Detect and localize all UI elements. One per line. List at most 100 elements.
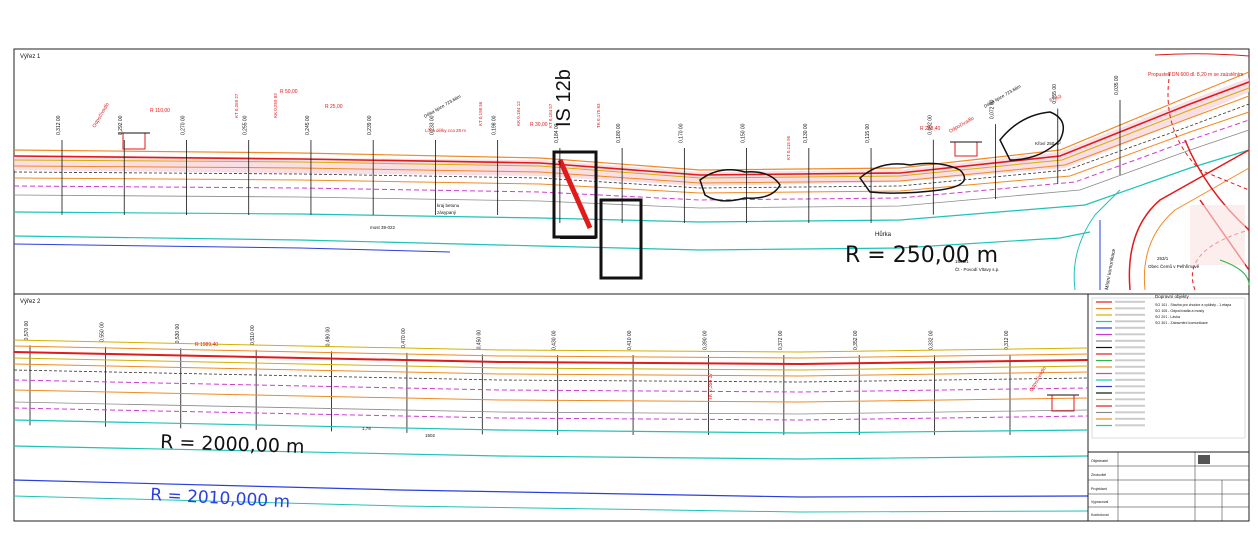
title-row-5: Kontroloval — [1091, 513, 1109, 517]
b-boundary-teal — [13, 419, 1089, 434]
label-radius-110: R 110,00 — [150, 108, 170, 114]
station-label: 0,410 00 — [627, 330, 633, 350]
label-most: most 39-022 — [370, 225, 396, 230]
label-prop-note: Propustek DN 600 dl. 8,20 m se zaústěním — [1148, 72, 1243, 78]
road-edge-red — [13, 81, 1250, 176]
label-dist: 67,63 — [1049, 94, 1063, 104]
station-label: 0,510 00 — [250, 325, 256, 345]
legend-item-3: SO 201 - Lávka — [1155, 315, 1180, 319]
legend-text-placeholder — [1115, 307, 1145, 310]
boundary-teal-1 — [13, 149, 1250, 223]
label-radius-25: R 25,00 — [325, 104, 343, 110]
legend-text-placeholder — [1115, 320, 1145, 323]
label-komunikace: Místní komunikace — [1104, 248, 1117, 290]
label-b-marker: 1,79 — [362, 426, 371, 431]
label-length-note: Délka lipice 723,68m — [423, 94, 462, 119]
station-label: 0,312 00 — [1004, 330, 1010, 350]
station-label: 0,550 00 — [99, 322, 105, 342]
station-label: 0,312 00 — [56, 115, 62, 135]
shrub-outline-3 — [999, 111, 1065, 161]
station-label: 0,450 00 — [476, 330, 482, 350]
station-label: 0,245 00 — [305, 115, 311, 135]
stream-blue — [13, 243, 451, 253]
label-zasypany: zásypaný — [437, 210, 457, 215]
b-edge-yellow-top — [13, 339, 1089, 353]
station-label: 0,372 00 — [778, 330, 784, 350]
title-block — [1087, 451, 1250, 522]
label-radius-30: R 30,00 — [530, 122, 548, 128]
road-edge-orange-1 — [13, 71, 1250, 171]
top-right-red-line — [1154, 53, 1250, 57]
road-edge-orange-2 — [13, 95, 1250, 184]
label-parcel-owner: Čt - Povodí Vltavy s.p. — [955, 266, 1000, 272]
label-krovi: Křoví 250 m² — [1035, 141, 1061, 146]
station-label: 0,570 00 — [24, 321, 30, 341]
station-label: 0,292 00 — [118, 115, 124, 135]
label-parcel-right: 253/1 — [1157, 256, 1169, 261]
marker-rect-2 — [599, 198, 643, 280]
label-loka-note: Lôka délky cca 28 m — [425, 128, 466, 133]
label-odpocivadlo-2: Odpočívadlo — [948, 115, 976, 134]
bottom-panel — [13, 339, 1089, 513]
b-axis — [13, 369, 1089, 383]
side-road-orange — [1143, 167, 1250, 291]
legend-item-4: SO 301 - Zatravnění komunikace — [1155, 321, 1208, 325]
top-panel-title: Výřez 1 — [20, 54, 41, 60]
station-label: 0,390 00 — [702, 330, 708, 350]
label-kt-3: KT 0,184 57 — [548, 103, 553, 128]
b-edge-orange-3 — [13, 389, 1089, 403]
b-edge-orange-top — [13, 345, 1089, 359]
label-b-tk: TK 0,394 37 — [708, 373, 714, 400]
station-label: 0,072 00 — [990, 99, 996, 119]
station-label: 0,470 00 — [401, 328, 407, 348]
rest-area-symbol-2 — [950, 141, 982, 157]
legend-title: Dopravní objekty — [1155, 294, 1190, 299]
company-logo — [1198, 455, 1210, 464]
right-pink-area — [1190, 205, 1245, 265]
side-road-teal — [1073, 189, 1121, 291]
legend-text-placeholder — [1115, 404, 1145, 407]
road-edge-yellow — [13, 87, 1250, 179]
b-edge-orange-2 — [13, 363, 1089, 377]
side-road-red-dashed — [1167, 71, 1250, 191]
label-kk-1: KK 0,259 83 — [273, 93, 278, 118]
b-edge-gray — [13, 401, 1089, 415]
label-kt-1: KT 0,269 27 — [234, 93, 239, 118]
bottom-panel-title: Výřez 2 — [20, 299, 41, 305]
green-curve — [1219, 259, 1250, 286]
road-edge-gray — [13, 129, 1250, 209]
station-label: 0,430 00 — [552, 330, 558, 350]
label-radius-50: R 50,00 — [280, 89, 298, 95]
top-panel — [13, 53, 1250, 291]
title-row-4: Vypracoval — [1091, 500, 1108, 504]
label-radius-big-top: R = 250,00 m — [845, 243, 998, 268]
legend-text-placeholder — [1115, 352, 1145, 355]
legend-text-placeholder — [1115, 339, 1145, 342]
legend-text-placeholder — [1115, 359, 1145, 362]
legend-text-placeholder — [1115, 372, 1145, 375]
label-kraj-betonu: kraj betonu — [437, 203, 460, 208]
b-boundary-teal-3 — [13, 495, 1089, 513]
b-stream-blue — [13, 479, 1089, 498]
station-label: 0,490 00 — [326, 327, 332, 347]
rest-area-symbol-3 — [1047, 394, 1079, 412]
label-horka: Hůrka — [875, 231, 892, 238]
station-label: 0,092 00 — [927, 115, 933, 135]
boundary-magenta — [13, 119, 1250, 201]
sign-red-strike — [557, 158, 593, 230]
legend-text-placeholder — [1115, 326, 1145, 329]
legend-text-placeholder — [1115, 378, 1145, 381]
legend-item-2: SO 105 - Odpočívadla a mosty — [1155, 309, 1204, 313]
legend-text-placeholder — [1115, 385, 1145, 388]
station-label: 0,255 00 — [243, 115, 249, 135]
legend-text-placeholder — [1115, 346, 1145, 349]
b-boundary-magenta — [13, 379, 1089, 393]
legend-text-placeholder — [1115, 411, 1145, 414]
station-label: 0,239 00 — [367, 115, 373, 135]
label-parcel: 1506/1 — [955, 259, 969, 264]
legend-text-placeholder — [1115, 365, 1145, 368]
station-label: 0,233 00 — [429, 115, 435, 135]
legend-item-1: SO 101 - Stavba pro chodce a cyklisty - … — [1155, 303, 1231, 307]
label-odpocivadlo-1: Odpočívadlo — [92, 101, 111, 129]
